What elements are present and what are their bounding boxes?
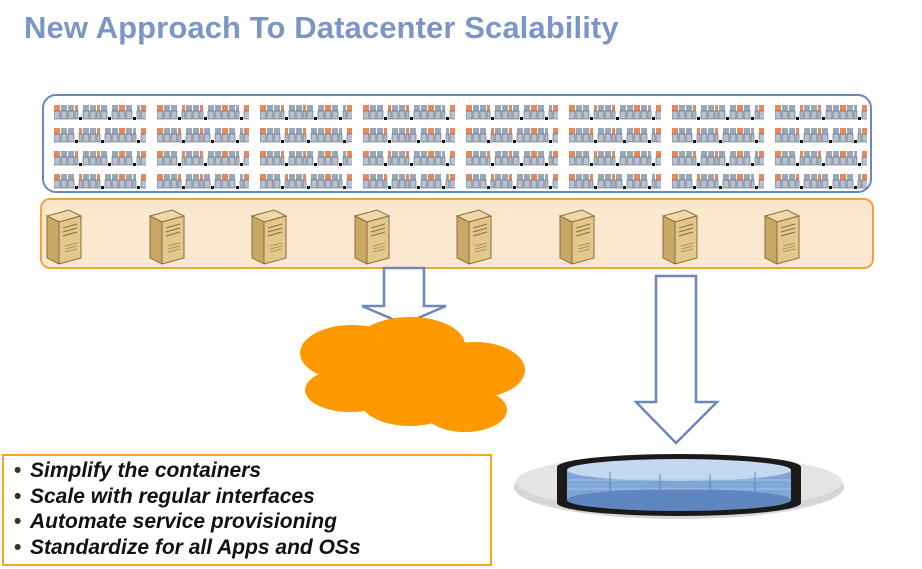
vm-cluster-icon [775,125,867,146]
bullet-item: •Automate service provisioning [14,510,337,533]
vm-cluster-icon [466,171,558,192]
vm-cluster-icon [157,148,249,169]
vm-cluster-icon [672,102,764,123]
vm-cluster-icon [775,102,867,123]
vm-cluster-icon [466,125,558,146]
cloud-icon [300,317,525,432]
vm-cluster-icon [260,171,352,192]
vm-grid [54,102,867,192]
vm-cluster-icon [672,125,764,146]
down-arrow-icon [361,266,447,326]
server-tower-icon [248,206,290,266]
bullet-dot: • [14,484,22,508]
server-tower-icon [43,206,85,266]
vm-cluster-icon [157,102,249,123]
vm-cluster-icon [569,102,661,123]
vm-cluster-icon [260,102,352,123]
vm-cluster-icon [363,171,455,192]
vm-cluster-icon [569,171,661,192]
server-tower-icon [556,206,598,266]
server-tower-icon [453,206,495,266]
vm-cluster-icon [157,125,249,146]
vm-cluster-icon [672,148,764,169]
bullet-item: •Standardize for all Apps and OSs [14,535,361,559]
server-tower-icon [761,206,803,266]
vm-cluster-icon [569,125,661,146]
vm-cluster-icon [54,171,146,192]
bullet-dot: • [14,459,22,482]
server-tower-icon [146,206,188,266]
slide-title: New Approach To Datacenter Scalability [24,10,619,45]
vm-cluster-icon [54,102,146,123]
storage-disk-icon [514,454,844,519]
vm-cluster-icon [775,171,867,192]
virtual-machines-panel [42,94,872,193]
vm-cluster-icon [54,125,146,146]
vm-cluster-icon [775,148,867,169]
bullet-dot: • [14,535,22,559]
vm-cluster-icon [363,125,455,146]
bullet-list-box: •Simplify the containers •Scale with reg… [2,454,492,566]
down-arrow-icon [633,274,721,445]
vm-cluster-icon [466,102,558,123]
vm-cluster-icon [466,148,558,169]
vm-cluster-icon [363,148,455,169]
vm-cluster-icon [260,125,352,146]
vm-cluster-icon [260,148,352,169]
bullet-dot: • [14,510,22,533]
server-tower-icon [659,206,701,266]
vm-cluster-icon [363,102,455,123]
vm-cluster-icon [157,171,249,192]
vm-cluster-icon [569,148,661,169]
vm-cluster-icon [672,171,764,192]
physical-servers-band [40,198,874,269]
bullet-item: •Simplify the containers [14,459,262,482]
bullet-item: •Scale with regular interfaces [14,484,315,508]
server-tower-icon [351,206,393,266]
vm-cluster-icon [54,148,146,169]
